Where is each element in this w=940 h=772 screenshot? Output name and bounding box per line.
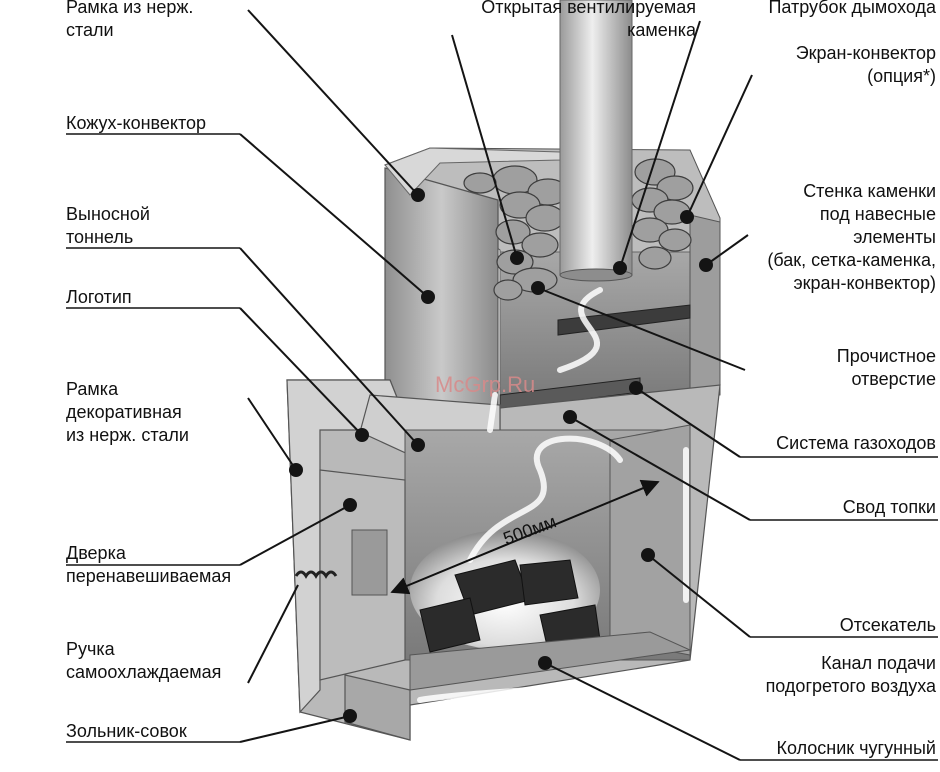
leader-heater-wall [705, 234, 749, 266]
label-cutoff: Отсекатель [839, 615, 936, 635]
door-window [351, 529, 388, 596]
leader-grate [544, 662, 741, 761]
leader-screen [686, 74, 753, 218]
leader-handle [247, 584, 299, 684]
chimney-pipe [559, 0, 633, 276]
label-external-tunnel: Выносной тоннель [66, 204, 150, 247]
label-handle: Ручка самоохлаждаемая [66, 639, 222, 682]
stove-body [286, 0, 721, 741]
label-ash-pan: Зольник-совок [66, 721, 187, 741]
leader-casing [239, 133, 429, 298]
airflow-swirls [417, 287, 689, 703]
label-firebox-vault: Свод топки [842, 497, 936, 517]
leader-door [239, 504, 351, 566]
leader-cleaning [537, 287, 746, 371]
decorative-frame [286, 379, 411, 714]
leader-frame-steel [247, 9, 419, 196]
label-underlines [66, 133, 938, 761]
label-casing-convector: Кожух-конвектор [66, 113, 207, 133]
leader-chimney [619, 20, 701, 269]
watermark: McGrp.Ru [435, 372, 535, 397]
leader-gas [635, 387, 741, 458]
label-gas-ducts: Система газоходов [776, 433, 936, 453]
spring-handle [294, 570, 338, 579]
leader-lines [239, 9, 753, 761]
leader-open-heater [451, 34, 518, 259]
label-chimney-pipe: Патрубок дымохода [768, 0, 936, 17]
leader-vault [569, 416, 751, 521]
label-air-channel: Канал подачи подогретого воздуха [765, 653, 936, 696]
heater-wall-right [689, 214, 721, 393]
leader-cutoff [647, 554, 751, 638]
label-frame-steel: Рамка из нерж. стали [66, 0, 194, 40]
leader-dots [289, 188, 713, 723]
label-grate: Колосник чугунный [776, 738, 936, 758]
label-decorative-frame: Рамка декоративная из нерж. стали [66, 379, 189, 445]
label-cleaning-hole: Прочистное отверстие [836, 346, 936, 389]
leader-deco-frame [247, 397, 297, 471]
leader-tunnel [239, 247, 419, 446]
leader-ashpan [239, 715, 351, 743]
label-logo: Логотип [66, 287, 132, 307]
dimension-arrow [390, 479, 660, 595]
label-screen-convector: Экран-конвектор (опция*) [795, 43, 936, 86]
chimney-pipe-base [559, 268, 633, 282]
label-open-heater: Открытая вентилируемая каменка [481, 0, 696, 40]
ash-pan [344, 674, 411, 741]
label-door: Дверка перенавешиваемая [66, 543, 232, 586]
leader-logo [239, 307, 363, 436]
label-heater-wall: Стенка каменки под навесные элементы (ба… [767, 181, 936, 293]
